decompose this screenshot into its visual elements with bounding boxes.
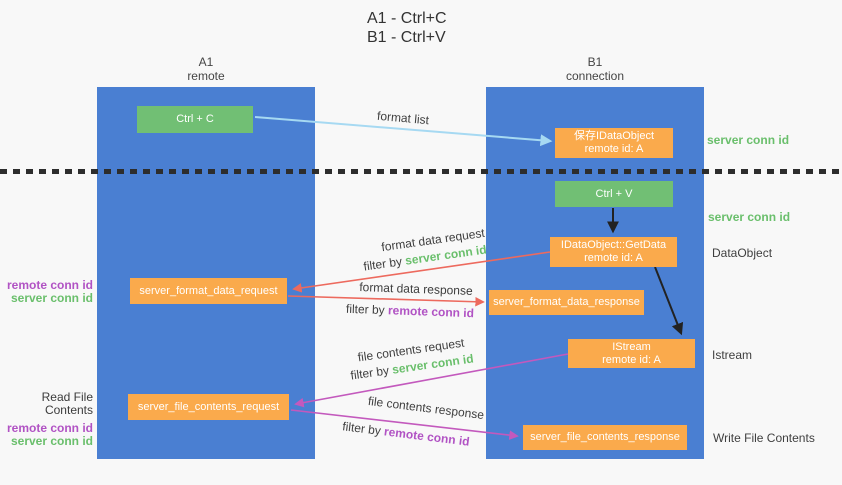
remote-conn-id-annotation: remote conn id [6, 421, 93, 435]
lane-a1-header: A1 remote [97, 55, 315, 83]
server-conn-id-annotation: server conn id [10, 434, 93, 448]
read-file-contents-annotation: Read File Contents [41, 390, 93, 417]
remote-conn-id-text: remote conn id [383, 424, 471, 449]
ctrl-c-node: Ctrl + C [137, 106, 253, 133]
server-file-contents-request-node: server_file_contents_request [128, 394, 289, 420]
format-data-response-filter-label: filter by remote conn id [346, 302, 474, 320]
ctrl-v-node: Ctrl + V [555, 181, 673, 207]
title-line-2: B1 - Ctrl+V [367, 29, 446, 46]
dataobject-annotation: DataObject [712, 246, 773, 260]
server-file-contents-response-label: server_file_contents_response [530, 431, 680, 443]
istream-line2: remote id: A [602, 353, 661, 366]
diagram-title: A1 - Ctrl+C B1 - Ctrl+V [367, 9, 447, 47]
format-list-label: format list [376, 108, 430, 128]
server-conn-id-annotation: server conn id [10, 291, 93, 305]
format-request-conn-id-group: remote conn id server conn id [0, 279, 93, 305]
save-idataobject-node: 保存IDataObject remote id: A [555, 128, 673, 158]
ctrl-c-label: Ctrl + C [176, 113, 214, 125]
title-line-1: A1 - Ctrl+C [367, 10, 447, 27]
save-idataobject-line1: 保存IDataObject [573, 130, 655, 142]
filter-by-text: filter by [345, 301, 389, 318]
server-format-data-request-node: server_format_data_request [130, 278, 287, 304]
ctrl-v-label: Ctrl + V [595, 187, 633, 200]
server-format-data-request-label: server_format_data_request [139, 284, 278, 297]
server-format-data-response-node: server_format_data_response [489, 290, 644, 315]
filter-by-text: filter by [341, 419, 386, 439]
remote-conn-id-annotation: remote conn id [6, 278, 93, 292]
istream-line1: IStream [612, 340, 651, 353]
file-contents-response-filter-label: filter by remote conn id [342, 419, 471, 448]
server-conn-id-annotation-top: server conn id [707, 133, 790, 147]
write-file-contents-annotation: Write File Contents [713, 431, 815, 445]
format-data-response-label: format data response [359, 280, 473, 298]
getdata-line1: IDataObject::GetData [560, 239, 667, 251]
file-contents-response-label: file contents response [367, 393, 485, 423]
remote-conn-id-text: remote conn id [387, 303, 475, 321]
server-format-data-response-label: server_format_data_response [493, 296, 640, 308]
file-request-conn-id-group: Read File Contents remote conn id server… [0, 391, 93, 448]
filter-by-text: filter by [362, 253, 407, 274]
server-file-contents-response-node: server_file_contents_response [523, 425, 687, 450]
phase-separator-dotted-line [0, 169, 842, 174]
lane-b1-title: B1 [587, 55, 603, 69]
getdata-line2: remote id: A [584, 252, 643, 264]
server-file-contents-request-label: server_file_contents_request [137, 400, 280, 413]
istream-node: IStream remote id: A [568, 339, 695, 368]
filter-by-text: filter by [349, 362, 394, 383]
lane-b1-subtitle: connection [565, 69, 625, 83]
getdata-node: IDataObject::GetData remote id: A [550, 237, 677, 267]
lane-a1-title: A1 [198, 55, 214, 69]
lane-a1-subtitle: remote [187, 69, 225, 83]
lane-b1-header: B1 connection [486, 55, 704, 83]
save-idataobject-line2: remote id: A [584, 143, 644, 155]
server-conn-id-annotation-mid: server conn id [708, 210, 791, 224]
istream-annotation: Istream [712, 348, 753, 362]
